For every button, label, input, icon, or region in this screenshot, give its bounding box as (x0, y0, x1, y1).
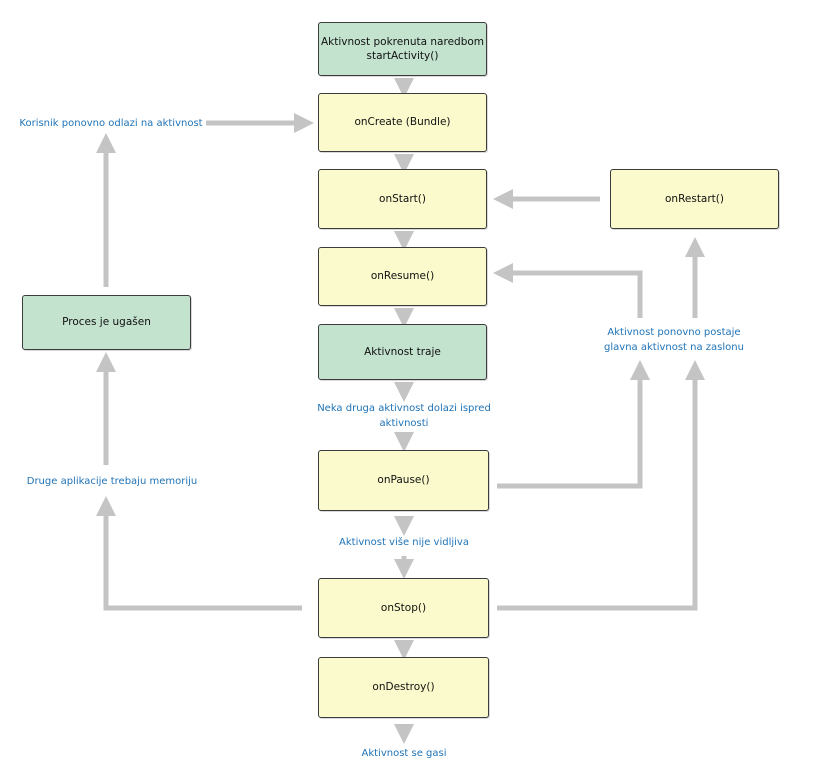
oncreate-label: onCreate (Bundle) (354, 116, 451, 129)
ondestroy-node: onDestroy() (318, 657, 489, 718)
arrow-foreground-to-onresume (493, 263, 643, 318)
activity-running-label: Aktivnost traje (364, 345, 441, 358)
not-visible-label: Aktivnost više nije vidljiva (339, 537, 469, 548)
ondestroy-label: onDestroy() (372, 681, 435, 694)
start-activity-line1: Aktivnost pokrenuta naredbom (320, 35, 485, 48)
other-activity-line1: Neka druga aktivnost dolazi ispred (317, 403, 491, 414)
onresume-node: onResume() (318, 247, 487, 306)
onstop-label: onStop() (380, 601, 427, 614)
onstop-node: onStop() (318, 578, 489, 638)
onrestart-label: onRestart() (664, 192, 724, 205)
arrow-onstop-to-memory (96, 496, 302, 611)
other-activity-label: Neka druga aktivnost dolazi ispred aktiv… (302, 401, 506, 431)
process-killed-label: Proces je ugašen (62, 316, 151, 329)
foreground-again-label: Aktivnost ponovno postaje glavna aktivno… (594, 325, 754, 355)
activity-running-node: Aktivnost traje (318, 324, 487, 380)
onstart-node: onStart() (318, 169, 487, 229)
onpause-node: onPause() (318, 450, 489, 511)
onstart-label: onStart() (379, 192, 426, 205)
onpause-label: onPause() (377, 474, 430, 487)
arrow-onpause-to-foreground (497, 360, 650, 489)
onrestart-node: onRestart() (610, 169, 779, 229)
process-killed-node: Proces je ugašen (22, 295, 191, 350)
user-returns-label: Korisnik ponovno odlazi na aktivnost (19, 118, 203, 129)
activity-shutdown-label: Aktivnost se gasi (361, 748, 447, 759)
memory-needed-label: Druge aplikacije trebaju memoriju (26, 476, 198, 487)
arrow-onstop-to-foreground (497, 360, 705, 611)
other-activity-line2: aktivnosti (379, 418, 429, 429)
start-activity-line2: startActivity() (366, 50, 439, 62)
start-activity-node: Aktivnost pokrenuta naredbom startActivi… (318, 22, 487, 76)
foreground-line1: Aktivnost ponovno postaje (607, 327, 741, 338)
onresume-label: onResume() (370, 270, 435, 283)
foreground-line2: glavna aktivnost na zaslonu (604, 342, 744, 353)
oncreate-node: onCreate (Bundle) (318, 93, 487, 152)
